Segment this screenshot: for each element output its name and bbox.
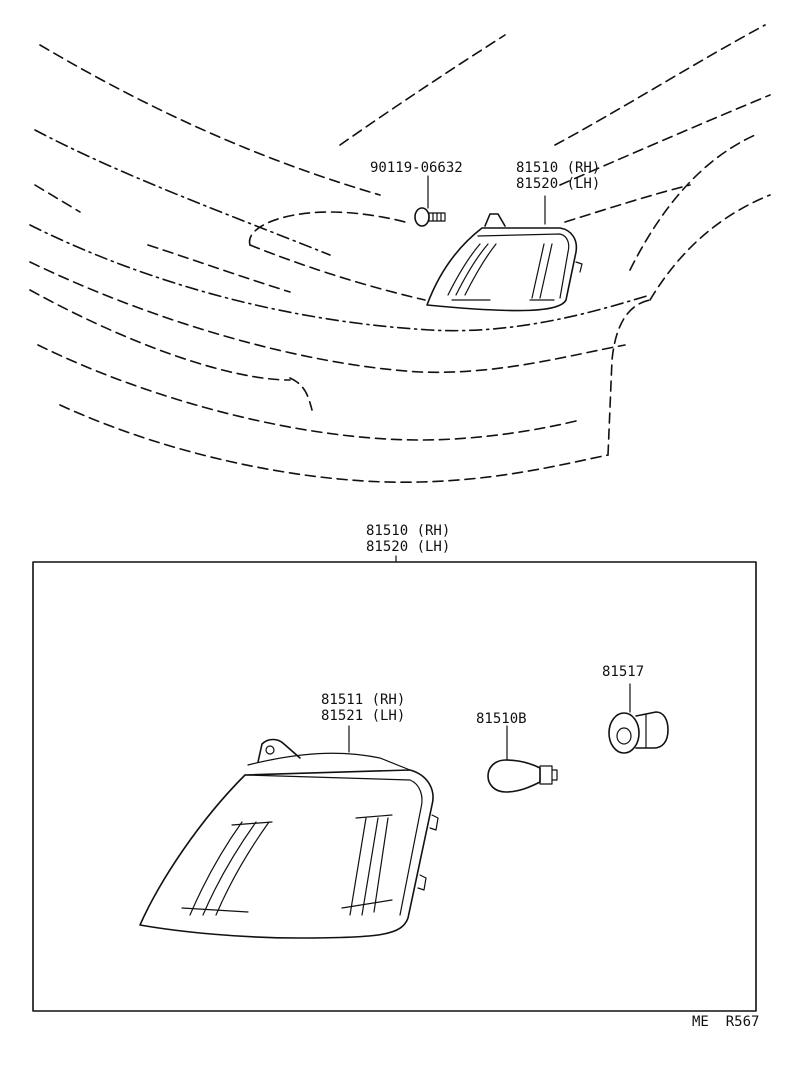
lens-icon: [139, 725, 439, 939]
callout-socket: 81517: [602, 664, 645, 680]
callout-lens-lh: 81521 (LH): [321, 708, 406, 724]
assembly-box: [32, 561, 757, 1012]
callout-lens-rh: 81511 (RH): [321, 692, 406, 708]
callout-assy-top-rh: 81510 (RH): [516, 160, 601, 176]
vehicle-body-outline: [29, 24, 771, 484]
callout-bulb: 81510B: [476, 711, 527, 727]
callout-assy-box-rh: 81510 (RH): [366, 523, 451, 539]
corner-lamp-small-icon: [426, 195, 583, 312]
screw-icon: [414, 175, 446, 227]
socket-icon: [608, 683, 669, 754]
callout-assy-box-lh: 81520 (LH): [366, 539, 451, 555]
callout-screw: 90119-06632: [370, 160, 463, 176]
diagram-code: ME R567: [692, 1014, 760, 1030]
callout-assy-top-lh: 81520 (LH): [516, 176, 601, 192]
bulb-icon: [487, 725, 558, 793]
